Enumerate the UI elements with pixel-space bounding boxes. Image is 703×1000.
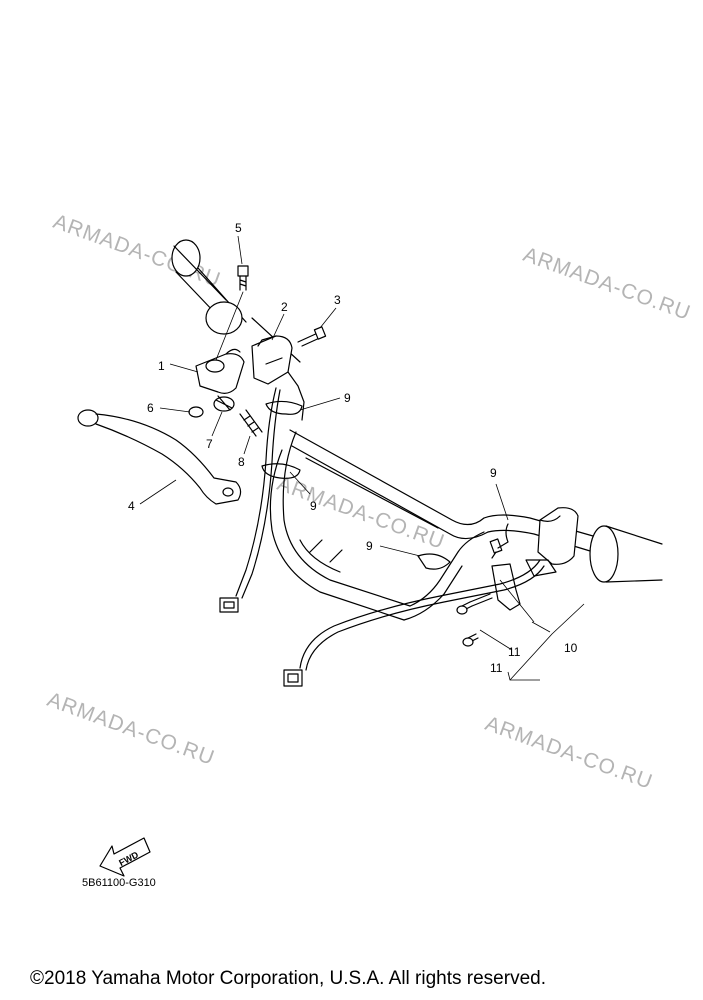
cable-band-middle [261, 463, 301, 479]
callout-2: 2 [281, 300, 288, 314]
adjuster-7 [213, 395, 235, 412]
handlebar [251, 317, 601, 621]
right-switch-housing [525, 507, 579, 577]
callout-5: 5 [235, 221, 242, 235]
cable-band-lower [417, 553, 451, 570]
callout-9-mid: 9 [310, 499, 317, 513]
fwd-arrow-icon [99, 837, 151, 877]
screw-11-lower [462, 633, 479, 647]
screw-3 [297, 326, 327, 347]
callout-8: 8 [238, 455, 245, 469]
callout-4: 4 [128, 499, 135, 513]
callout-1: 1 [158, 359, 165, 373]
callout-10: 10 [564, 641, 578, 655]
bolt-8 [239, 409, 263, 437]
callout-numbers: 5 2 3 1 9 6 7 8 4 9 9 9 10 11 11 FWD [117, 221, 577, 868]
nut-6 [188, 406, 204, 418]
left-wire [219, 387, 281, 613]
screw-11-upper [456, 593, 493, 615]
right-wire [283, 559, 545, 687]
clutch-lever [77, 409, 242, 505]
cable-band-upper [265, 400, 303, 415]
callout-3: 3 [334, 293, 341, 307]
callout-6: 6 [147, 401, 154, 415]
leader-lines [139, 235, 585, 681]
clamp-assembly [489, 523, 521, 611]
diagram-code: 5B61100-G310 [82, 877, 156, 889]
callout-9-right: 9 [490, 466, 497, 480]
copyright-notice: ©2018 Yamaha Motor Corporation, U.S.A. A… [30, 968, 546, 989]
callout-7: 7 [206, 437, 213, 451]
handlebar-switch [251, 335, 305, 421]
callout-9-left-bar: 9 [366, 539, 373, 553]
callout-9-top: 9 [344, 391, 351, 405]
callout-11-upper: 11 [508, 645, 521, 659]
left-grip [171, 239, 247, 335]
callout-11-lower: 11 [490, 661, 503, 675]
bolt-5 [215, 265, 249, 361]
right-grip [589, 525, 663, 583]
lever-holder [195, 348, 245, 394]
